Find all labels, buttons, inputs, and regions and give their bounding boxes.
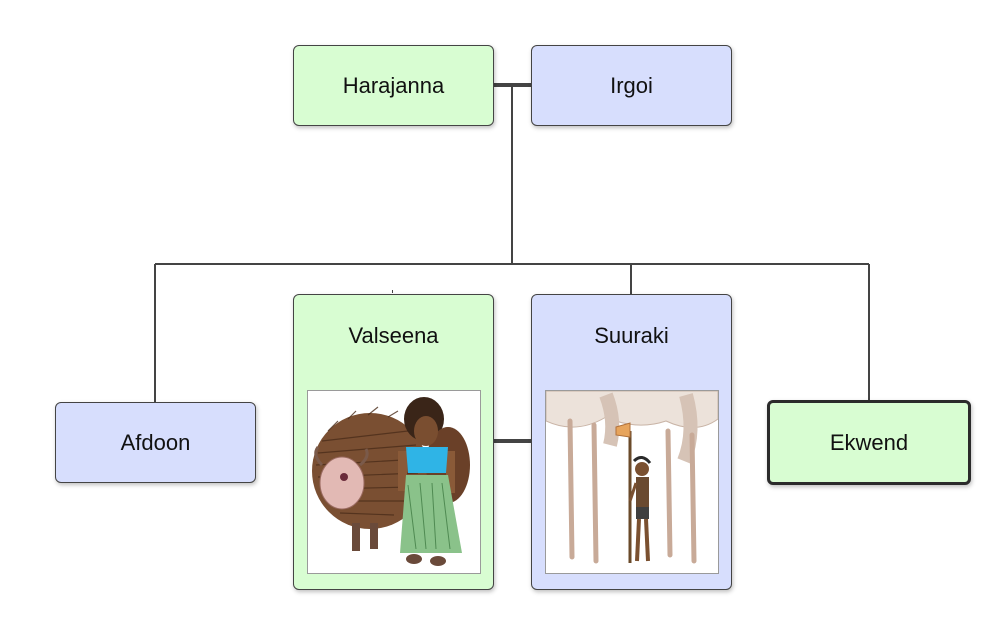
person-card-valseena[interactable]: Valseena: [293, 294, 494, 590]
person-card-suuraki[interactable]: Suuraki: [531, 294, 732, 590]
person-name: Afdoon: [120, 429, 191, 455]
person-card-afdoon[interactable]: Afdoon: [55, 402, 256, 483]
woman-bison-drawing: [312, 397, 470, 566]
person-name: Harajanna: [342, 72, 445, 98]
person-card-irgoi[interactable]: Irgoi: [531, 45, 732, 126]
person-card-harajanna[interactable]: Harajanna: [293, 45, 494, 126]
person-card-ekwend[interactable]: Ekwend: [767, 400, 971, 485]
man-llamas-drawing: [546, 391, 718, 564]
person-photo: [545, 390, 719, 574]
person-photo: [307, 390, 481, 574]
small-mark: [392, 290, 393, 293]
person-name: Irgoi: [610, 72, 653, 98]
person-name: Ekwend: [829, 429, 909, 455]
person-name: Valseena: [348, 323, 439, 348]
person-name: Suuraki: [594, 323, 669, 348]
